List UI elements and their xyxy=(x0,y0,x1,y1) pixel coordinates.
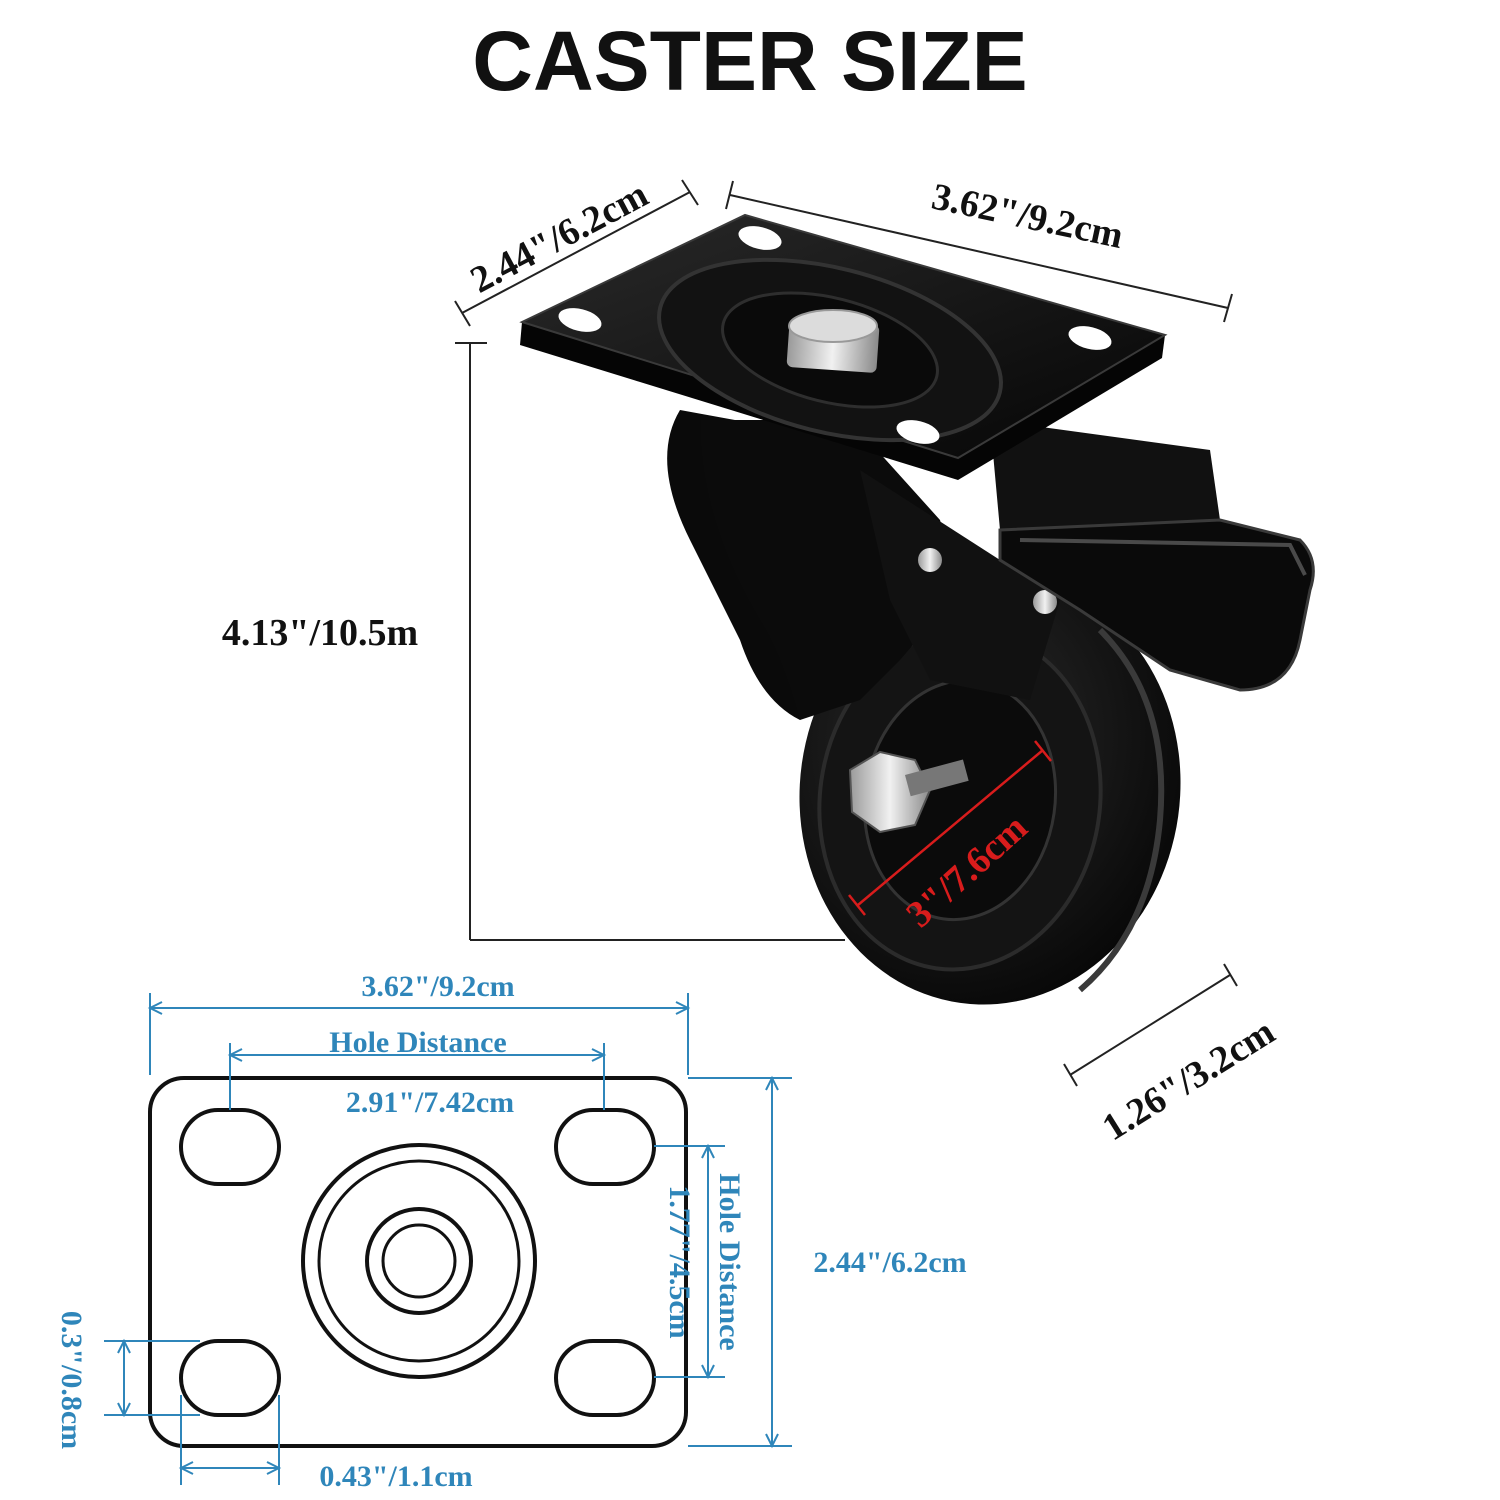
plate-dimension-lines xyxy=(104,993,792,1485)
wheel-diameter-line xyxy=(848,740,1052,916)
page-title: CASTER SIZE xyxy=(472,14,1027,108)
hole-width-label: 0.3"/0.8cm xyxy=(55,1311,88,1449)
slot-hole xyxy=(554,1108,656,1186)
plate-overall-length-label: 3.62"/9.2cm xyxy=(361,970,514,1003)
mounting-hole xyxy=(896,420,940,444)
top-plate-length-label: 3.62"/9.2cm xyxy=(928,176,1127,257)
caster-illustration xyxy=(519,213,1315,1005)
mounting-hole xyxy=(558,308,602,332)
hole-distance-v-value: 1.77"/4.5cm xyxy=(663,1185,696,1338)
wheel-width-label: 1.26"/3.2cm xyxy=(1095,1011,1282,1150)
rivet-icon xyxy=(1033,590,1057,614)
slot-hole xyxy=(179,1108,281,1186)
total-height-label: 4.13"/10.5m xyxy=(222,612,418,654)
slot-hole xyxy=(179,1339,281,1417)
hole-distance-h-value: 2.91"/7.42cm xyxy=(346,1086,514,1119)
mounting-hole xyxy=(738,226,782,250)
slot-hole xyxy=(554,1339,656,1417)
axle-nut xyxy=(848,750,969,834)
plate-drawing xyxy=(148,1076,688,1448)
plate-outline xyxy=(148,1076,688,1448)
plate-overall-width-label: 2.44"/6.2cm xyxy=(813,1246,966,1279)
hole-length-label: 0.43"/1.1cm xyxy=(319,1460,472,1493)
photo-dimension-lines xyxy=(454,179,1238,1087)
brake-pedal xyxy=(990,420,1315,692)
hole-distance-h-title: Hole Distance xyxy=(329,1026,506,1059)
top-plate xyxy=(519,213,1168,480)
hole-distance-v-title: Hole Distance xyxy=(713,1173,746,1350)
rivet-icon xyxy=(918,548,942,572)
mounting-hole xyxy=(1068,326,1112,350)
